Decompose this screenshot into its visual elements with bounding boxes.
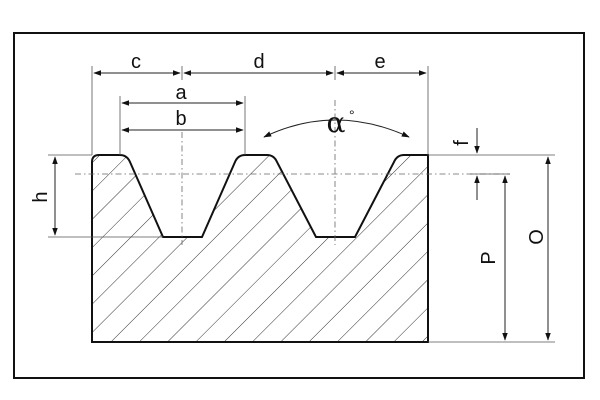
label-e: e — [374, 51, 385, 73]
label-alpha: α — [327, 106, 346, 139]
angle-arc-alpha — [263, 119, 410, 138]
label-c: c — [131, 51, 141, 73]
drawing-frame — [13, 32, 585, 379]
label-h: h — [30, 191, 52, 202]
label-f: f — [451, 140, 473, 146]
label-a: a — [175, 82, 187, 104]
label-O: O — [526, 229, 548, 245]
label-degree: ° — [349, 107, 355, 123]
label-P: P — [478, 251, 500, 264]
label-d: d — [253, 51, 264, 73]
pulley-cross-section — [91, 154, 429, 343]
label-b: b — [175, 108, 186, 130]
